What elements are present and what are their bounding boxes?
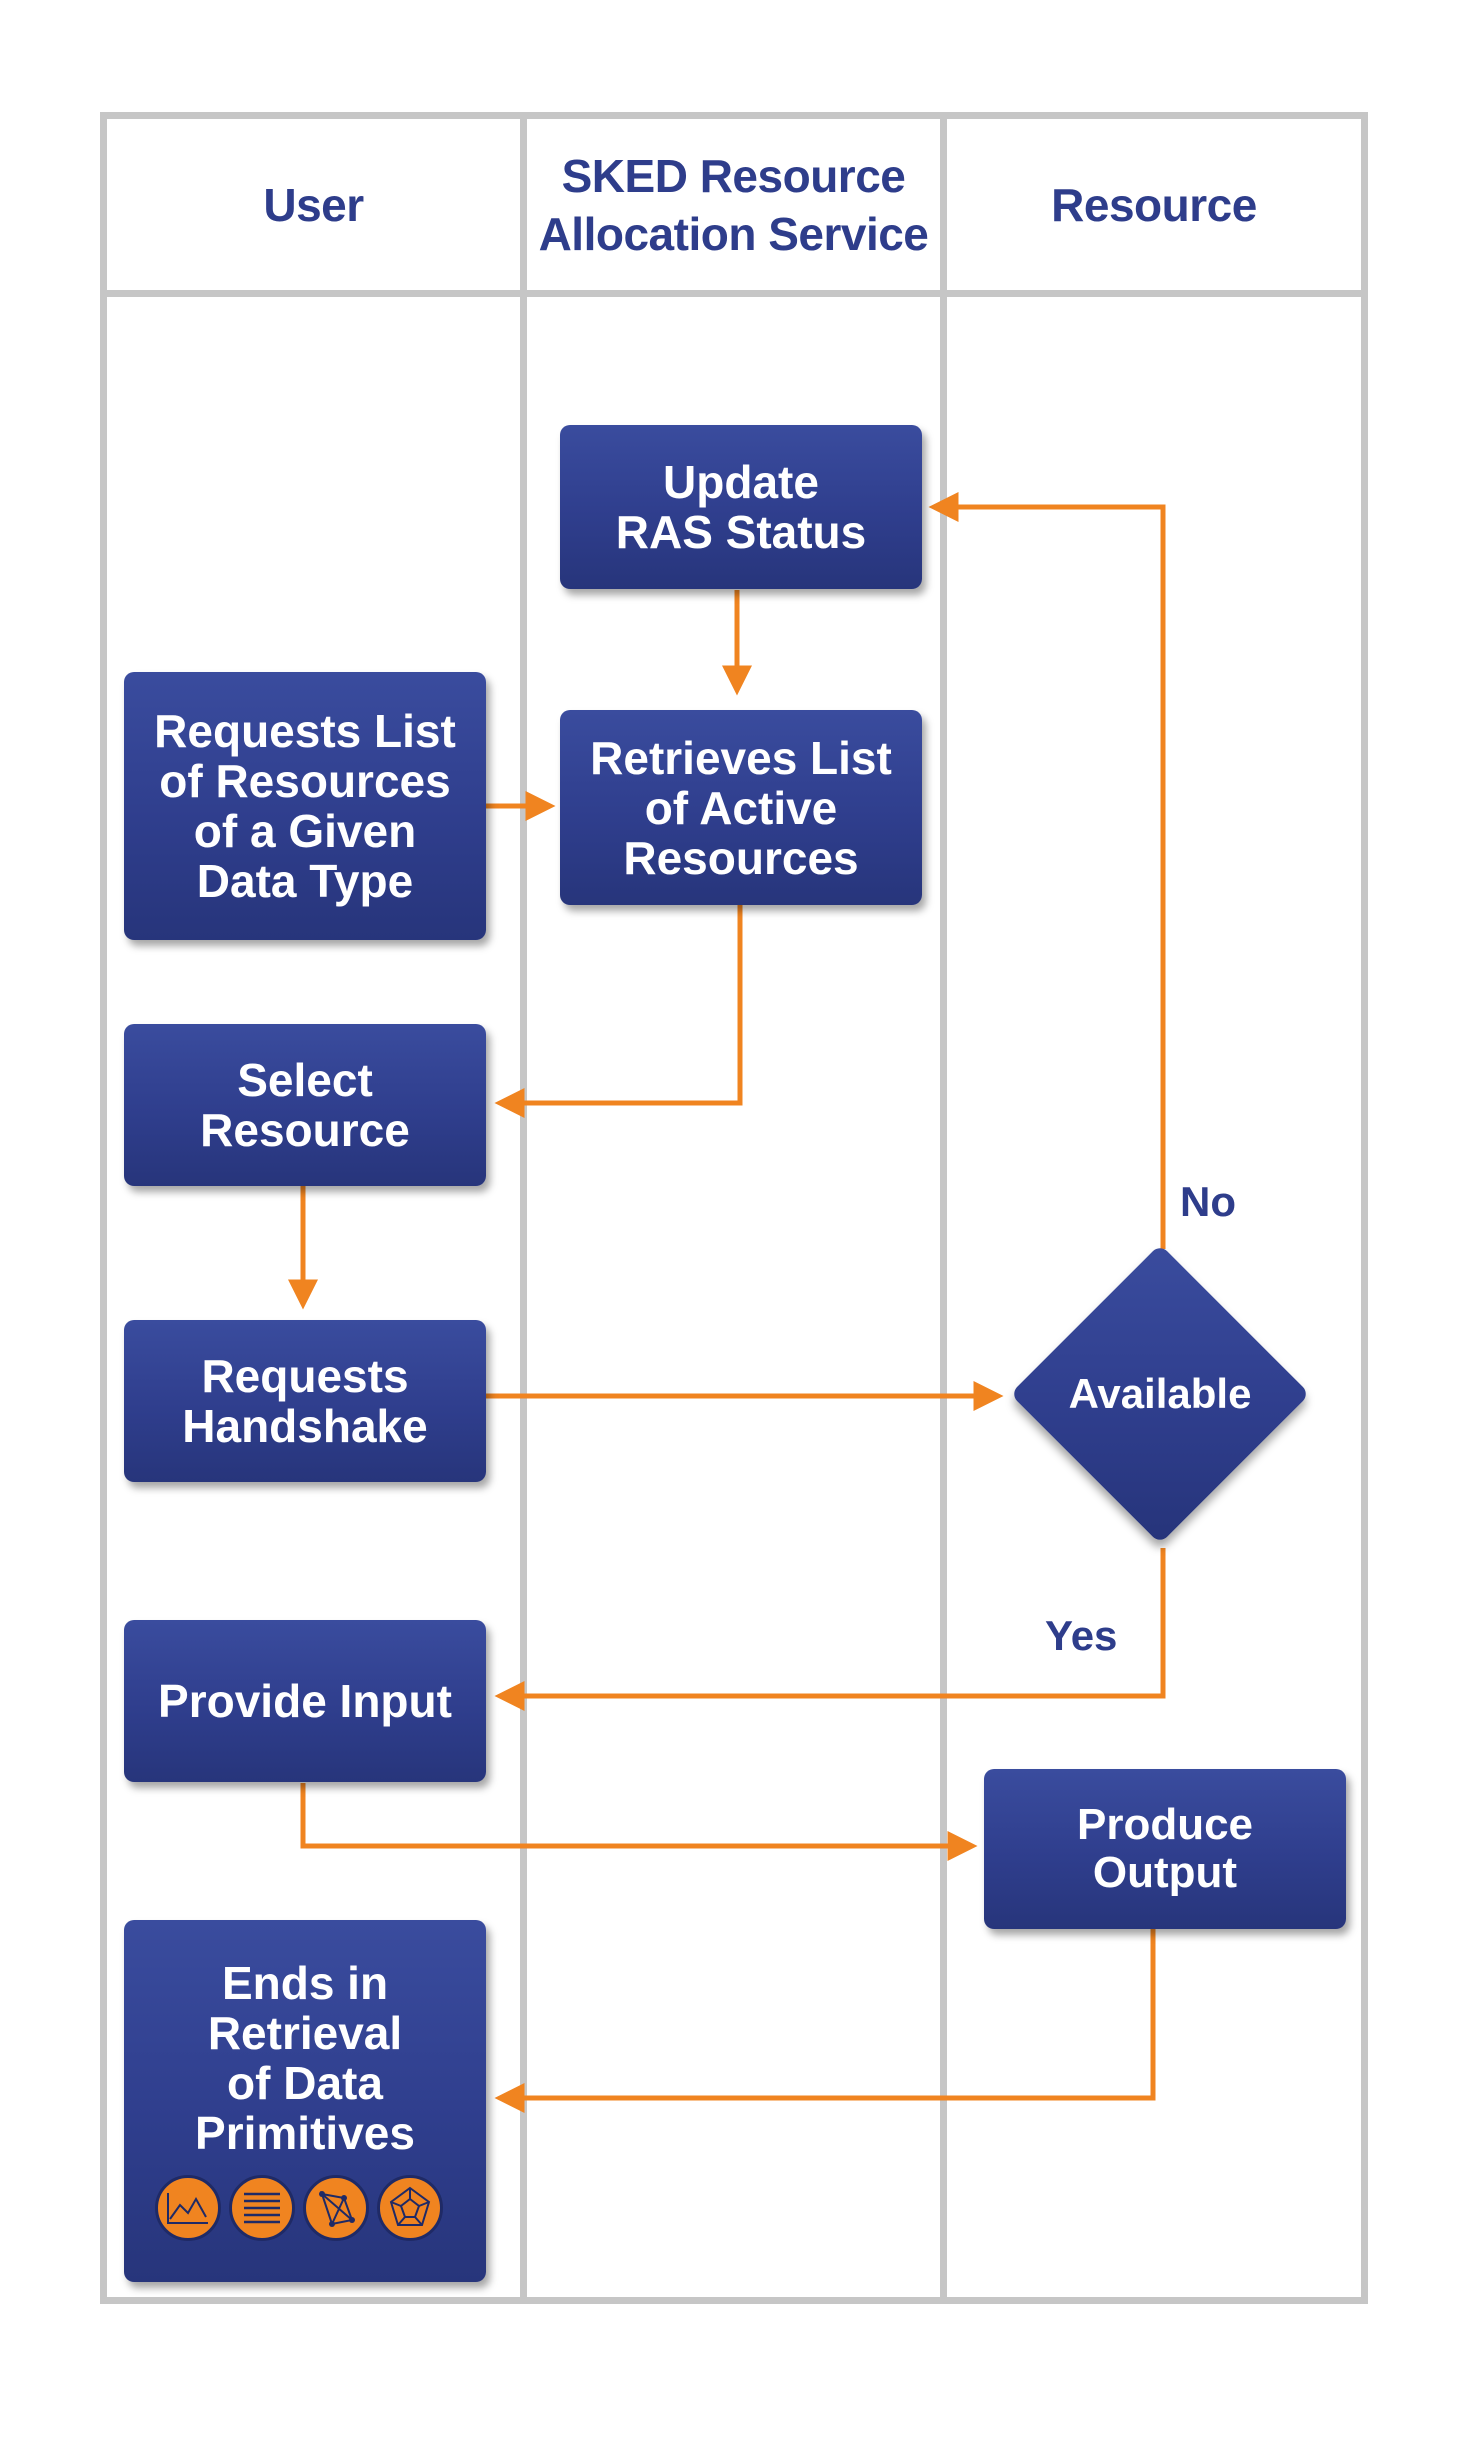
line-chart-icon <box>155 2175 221 2241</box>
arrow-no-to-update <box>928 492 1166 1249</box>
step-select-resource: Select Resource <box>124 1024 486 1186</box>
branch-label-no: No <box>1180 1178 1236 1225</box>
list-lines-icon <box>229 2175 295 2241</box>
header-divider <box>100 290 1368 297</box>
step-label: Retrieves List of Active Resources <box>590 731 892 884</box>
lane-title-ras: SKED Resource Allocation Service <box>538 149 929 260</box>
step-label: Requests Handshake <box>182 1350 428 1452</box>
step-label: Provide Input <box>158 1675 452 1727</box>
step-provide-input: Provide Input <box>124 1620 486 1782</box>
step-label: Select Resource <box>200 1054 410 1156</box>
arrow-output-to-end <box>494 1929 1156 2113</box>
step-produce-output: Produce Output <box>984 1769 1346 1929</box>
network-graph-icon <box>303 2175 369 2241</box>
step-update-ras-status: Update RAS Status <box>560 425 922 589</box>
arrow-input-to-output <box>300 1783 978 1861</box>
decision-label: Available <box>1068 1370 1252 1417</box>
data-primitive-icons <box>155 2175 455 2245</box>
lane-divider-2 <box>940 112 947 2304</box>
decision-available: Available <box>1010 1244 1310 1544</box>
branch-label-yes: Yes <box>1045 1612 1118 1659</box>
mesh-polygon-icon <box>377 2175 443 2241</box>
step-requests-list: Requests List of Resources of a Given Da… <box>124 672 486 940</box>
step-label: Update RAS Status <box>615 456 867 558</box>
step-label: Requests List of Resources of a Given Da… <box>154 705 456 907</box>
swimlane-frame <box>100 112 1368 2304</box>
lane-title-user: User <box>263 178 364 231</box>
step-label: Produce Output <box>1076 1800 1254 1897</box>
arrow-retrieve-to-select <box>494 905 743 1118</box>
lane-divider-1 <box>520 112 527 2304</box>
step-requests-handshake: Requests Handshake <box>124 1320 486 1482</box>
lane-title-resource: Resource <box>1051 178 1257 231</box>
step-retrieves-list: Retrieves List of Active Resources <box>560 710 922 905</box>
step-label: Ends in Retrieval of Data Primitives <box>195 1957 415 2159</box>
arrow-yes-to-input <box>494 1548 1166 1711</box>
